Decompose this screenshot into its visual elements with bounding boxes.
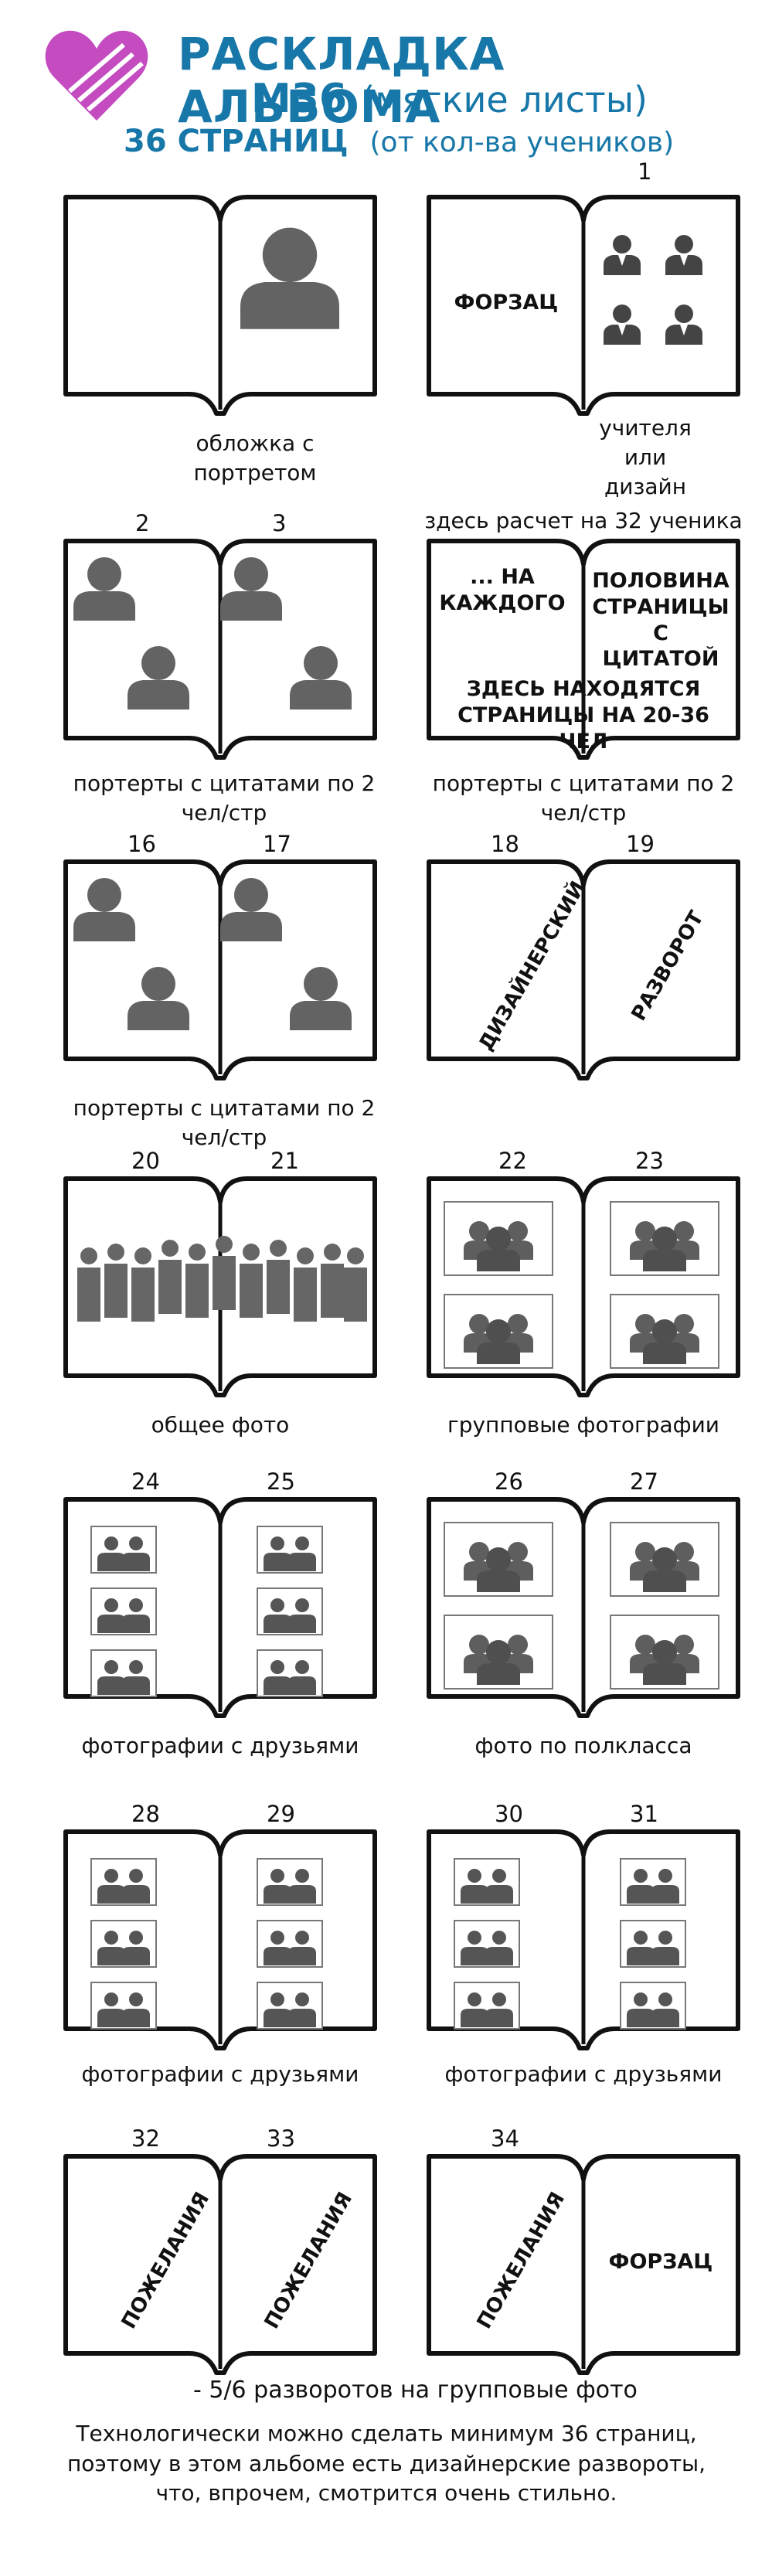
- endpaper-text: ФОРЗАЦ: [608, 2250, 713, 2274]
- spread-18-19: ДИЗАЙНЕРСКИЙ РАЗВОРОТ: [421, 854, 746, 1086]
- page-number: 29: [267, 1801, 295, 1827]
- page-count: 36 СТРАНИЦ: [124, 124, 349, 159]
- spread-24-25: [58, 1492, 383, 1724]
- portraits-caption: портерты с цитатами по 2 чел/стр: [73, 1095, 376, 1150]
- book-outline: [58, 2149, 383, 2380]
- spread-28-29: [58, 1824, 383, 2056]
- spread-2-3: [58, 533, 383, 765]
- calc-note: здесь расчет на 32 ученика: [424, 508, 743, 533]
- page-number: 19: [626, 831, 655, 857]
- title-line-1: РАСКЛАДКА АЛЬБОМА: [178, 28, 505, 133]
- page-count-note: (от кол-ва учеников): [369, 127, 675, 158]
- album-code: М36: [251, 76, 348, 122]
- cover-caption: обложка с портретом: [193, 430, 317, 485]
- page-number: 26: [495, 1468, 523, 1495]
- title-line-2: М36 (мягкие листы): [251, 76, 648, 122]
- book-outline: [58, 189, 383, 421]
- spread-20-21: [58, 1171, 383, 1403]
- page-number: 18: [491, 831, 519, 857]
- heart-book-logo-icon: [45, 30, 148, 121]
- page-number: 22: [498, 1148, 527, 1174]
- spread-cover: [58, 189, 383, 421]
- general-photo-caption: общее фото: [151, 1412, 290, 1438]
- book-outline: [421, 1824, 746, 2056]
- friends-caption: фотографии с друзьями: [81, 1733, 359, 1758]
- page-number: 24: [131, 1468, 160, 1495]
- page-number: 1: [638, 158, 652, 185]
- spread-each: ... НА КАЖДОГО ПОЛОВИНА СТРАНИЦЫ С ЦИТАТ…: [421, 533, 746, 765]
- page-number: 3: [272, 510, 287, 536]
- book-outline: [58, 1492, 383, 1724]
- book-outline: [58, 1824, 383, 2056]
- spread-26-27: [421, 1492, 746, 1724]
- title-line-3: 36 СТРАНИЦ (от кол-ва учеников): [124, 124, 674, 159]
- book-outline: [58, 854, 383, 1086]
- footer-note-2: Технологически можно сделать минимум 36 …: [66, 2421, 706, 2506]
- book-outline: [58, 1171, 383, 1403]
- half-class-caption: фото по полкласса: [474, 1733, 692, 1758]
- page-number: 32: [131, 2125, 160, 2152]
- spread-16-17: [58, 854, 383, 1086]
- page-number: 34: [491, 2125, 519, 2152]
- album-type: (мягкие листы): [361, 79, 648, 121]
- friends-caption: фотографии с друзьями: [81, 2061, 359, 2087]
- page-number: 21: [270, 1148, 299, 1174]
- page-number: 31: [630, 1801, 658, 1827]
- book-outline: [58, 533, 383, 765]
- teachers-caption: учителя или дизайн: [599, 415, 692, 499]
- page-number: 28: [131, 1801, 160, 1827]
- page-text-left: ФОРЗАЦ: [454, 291, 559, 315]
- page-number: 23: [635, 1148, 664, 1174]
- page-number: 30: [495, 1801, 523, 1827]
- friends-caption: фотографии с друзьями: [444, 2061, 723, 2087]
- half-page-text: ПОЛОВИНА СТРАНИЦЫ С ЦИТАТОЙ: [592, 569, 729, 672]
- page-number: 20: [131, 1148, 160, 1174]
- group-photos-caption: групповые фотографии: [447, 1412, 720, 1438]
- book-outline: [421, 1171, 746, 1403]
- footer-note-1: - 5/6 разворотов на групповые фото: [193, 2377, 638, 2404]
- spread-22-23: [421, 1171, 746, 1403]
- spread-30-31: [421, 1824, 746, 2056]
- page-number: 16: [128, 831, 156, 857]
- location-text: ЗДЕСЬ НАХОДЯТСЯ СТРАНИЦЫ НА 20-36 ЧЕЛ: [457, 677, 709, 754]
- each-text: ... НА КАЖДОГО: [439, 565, 566, 615]
- book-outline: [421, 1492, 746, 1724]
- page-number: 33: [267, 2125, 295, 2152]
- page-number: 25: [267, 1468, 295, 1495]
- spread-34: ПОЖЕЛАНИЯ ФОРЗАЦ: [421, 2149, 746, 2380]
- portraits-caption: портерты с цитатами по 2 чел/стр: [432, 771, 735, 825]
- page-number: 27: [630, 1468, 658, 1495]
- header: РАСКЛАДКА АЛЬБОМА М36 (мягкие листы) 36 …: [0, 0, 772, 170]
- portraits-caption: портерты с цитатами по 2 чел/стр: [73, 771, 376, 825]
- page-number: 2: [135, 510, 150, 536]
- spread-1: ФОРЗАЦ: [421, 189, 746, 421]
- page-number: 17: [263, 831, 291, 857]
- spread-32-33: ПОЖЕЛАНИЯ ПОЖЕЛАНИЯ: [58, 2149, 383, 2380]
